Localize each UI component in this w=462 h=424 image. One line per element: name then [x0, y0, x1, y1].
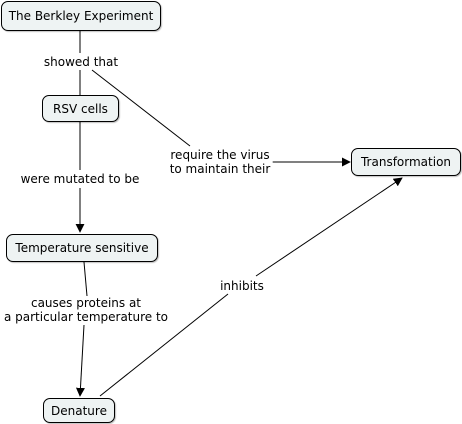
- node-berkley-experiment-label: The Berkley Experiment: [8, 9, 154, 23]
- link-label-were-mutated: were mutated to be: [18, 172, 142, 186]
- link-label-causes-line-2: a particular temperature to: [3, 310, 169, 324]
- connector-causes-to-denature: [75, 324, 85, 397]
- node-temperature-sensitive[interactable]: Temperature sensitive: [6, 234, 158, 262]
- link-label-require-line-2: to maintain their: [169, 162, 271, 176]
- node-rsv-cells[interactable]: RSV cells: [42, 95, 119, 122]
- link-label-causes-proteins: causes proteins at a particular temperat…: [1, 296, 171, 324]
- node-berkley-experiment[interactable]: The Berkley Experiment: [1, 1, 161, 31]
- connector-inhibits-to-transformation: [255, 177, 403, 277]
- link-label-causes-line-1: causes proteins at: [30, 296, 142, 310]
- link-label-inhibits-text: inhibits: [220, 279, 264, 293]
- node-transformation[interactable]: Transformation: [351, 148, 461, 176]
- node-rsv-cells-label: RSV cells: [53, 101, 108, 116]
- connector-temperature-to-causes: [83, 261, 88, 297]
- link-label-inhibits: inhibits: [218, 279, 266, 293]
- node-transformation-label: Transformation: [360, 155, 452, 169]
- link-label-require-the-virus: require the virus to maintain their: [167, 148, 273, 176]
- link-label-showed-that-text: showed that: [43, 55, 119, 69]
- node-denature-label: Denature: [51, 403, 107, 418]
- node-temperature-sensitive-label: Temperature sensitive: [15, 241, 149, 255]
- node-denature[interactable]: Denature: [43, 398, 115, 423]
- link-label-showed-that: showed that: [41, 55, 121, 69]
- link-label-were-mutated-text: were mutated to be: [20, 172, 140, 186]
- connector-denature-to-inhibits: [99, 293, 229, 397]
- link-label-require-line-1: require the virus: [170, 148, 270, 162]
- connector-showed-that-to-require: [91, 69, 191, 147]
